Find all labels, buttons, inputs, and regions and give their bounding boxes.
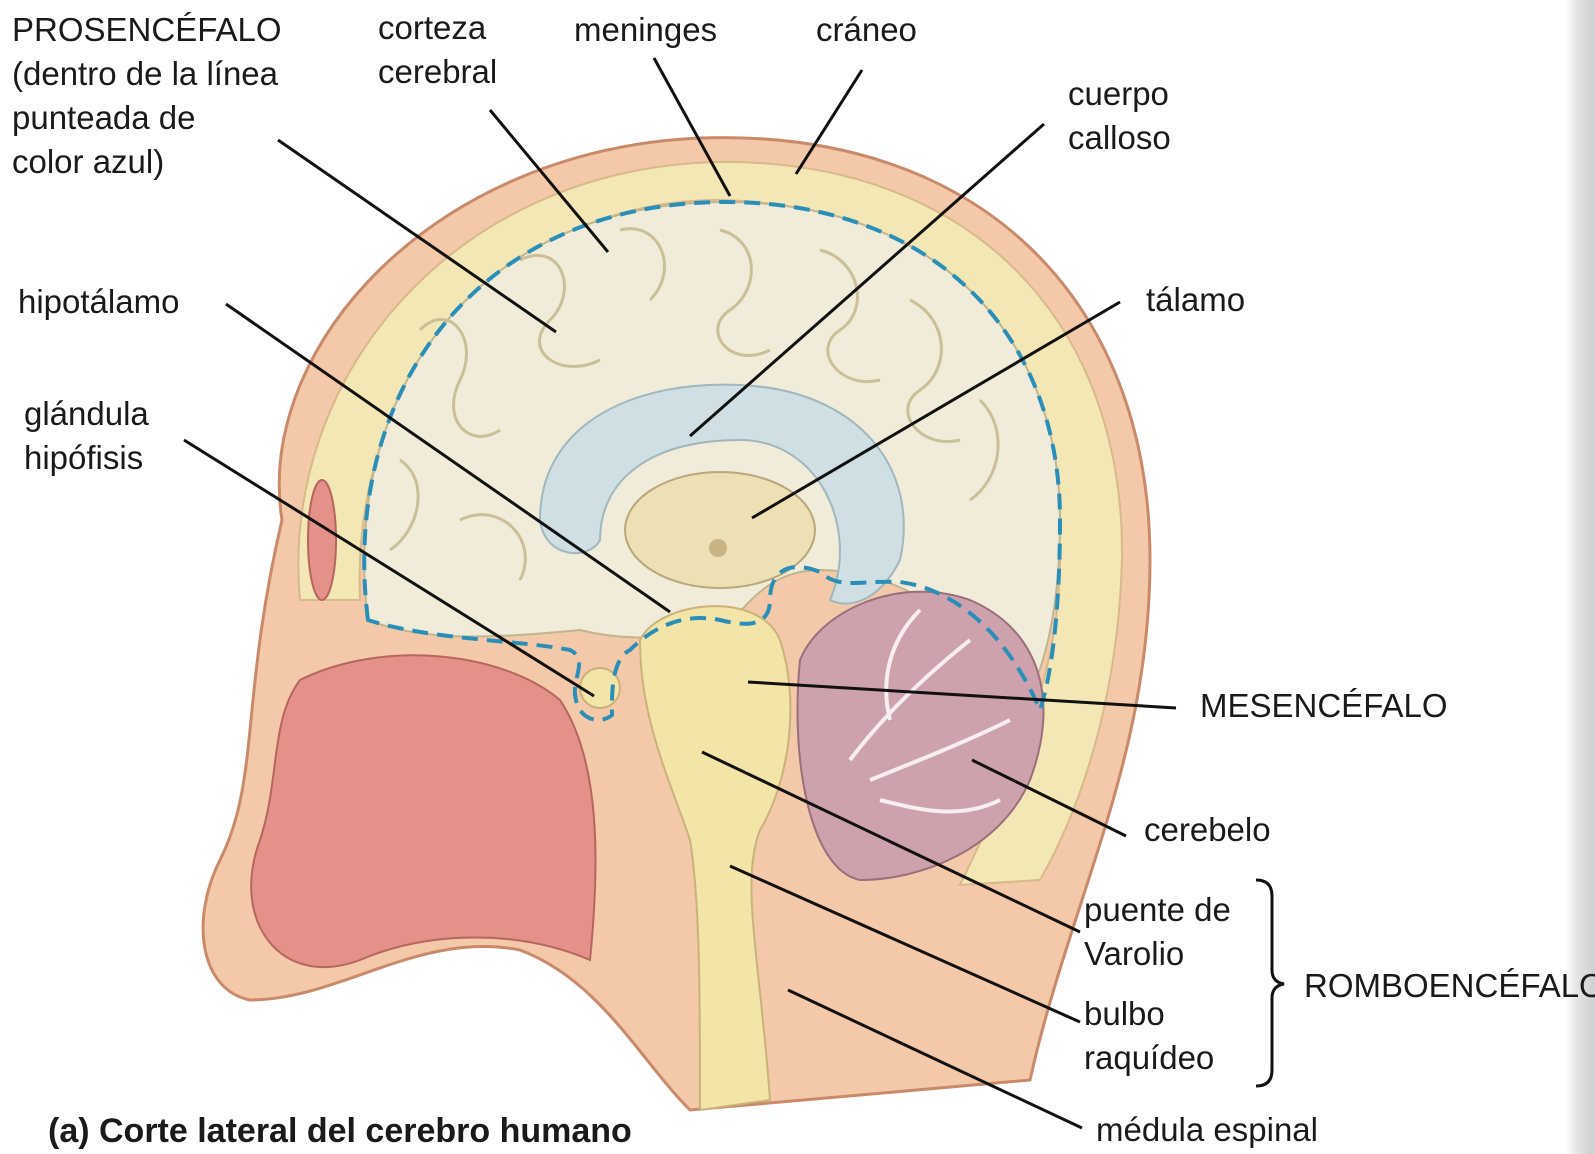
label-medula-espinal: médula espinal: [1096, 1108, 1318, 1152]
label-romboencefalo: ROMBOENCÉFALO: [1304, 964, 1595, 1008]
label-hipotalamo: hipotálamo: [18, 280, 179, 324]
label-bulbo-raquideo: bulbo raquídeo: [1084, 992, 1214, 1080]
thalamus-spot: [709, 539, 727, 557]
sinus: [308, 480, 336, 600]
figure-caption: (a) Corte lateral del cerebro humano: [48, 1112, 632, 1151]
label-puente-de-varolio: puente de Varolio: [1084, 888, 1231, 976]
label-talamo: tálamo: [1146, 278, 1245, 322]
label-glandula-hipofisis: glándula hipófisis: [24, 392, 149, 480]
label-prosencefalo: PROSENCÉFALO (dentro de la línea puntead…: [12, 8, 282, 184]
nasal-cavity: [251, 655, 595, 967]
label-mesencefalo: MESENCÉFALO: [1200, 684, 1448, 728]
label-corteza-cerebral: corteza cerebral: [378, 6, 497, 94]
label-cerebelo: cerebelo: [1144, 808, 1271, 852]
label-cuerpo-calloso: cuerpo calloso: [1068, 72, 1171, 160]
label-craneo: cráneo: [816, 8, 917, 52]
label-meninges: meninges: [574, 8, 717, 52]
romboencefalo-bracket: [1256, 880, 1284, 1086]
